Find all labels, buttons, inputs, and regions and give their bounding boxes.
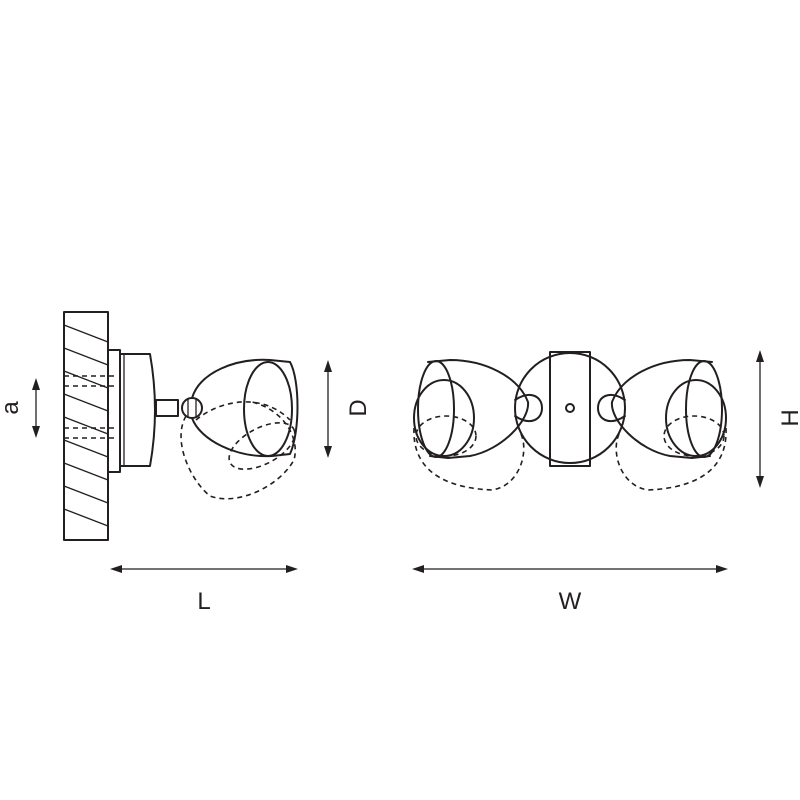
swivel-joint: [155, 397, 203, 419]
side-view: [63, 311, 299, 541]
dimension-W: W: [412, 565, 728, 615]
dimension-a: a: [0, 378, 40, 438]
spot-head-side: [191, 358, 299, 458]
label-W: W: [559, 588, 582, 615]
wall-section: [63, 311, 118, 541]
spot-head-left: [413, 359, 530, 491]
spot-head-right: [610, 359, 727, 491]
dimension-D: D: [324, 360, 372, 458]
wall-canopy: [107, 349, 156, 473]
spot-head-side-tilted: [180, 401, 296, 500]
dimension-H: H: [756, 350, 800, 488]
label-a: a: [0, 401, 24, 415]
label-L: L: [197, 588, 210, 615]
center-base: [514, 351, 626, 467]
label-D: D: [345, 399, 372, 416]
dimension-L: L: [110, 565, 298, 615]
front-view: [413, 351, 727, 491]
label-H: H: [777, 409, 800, 426]
